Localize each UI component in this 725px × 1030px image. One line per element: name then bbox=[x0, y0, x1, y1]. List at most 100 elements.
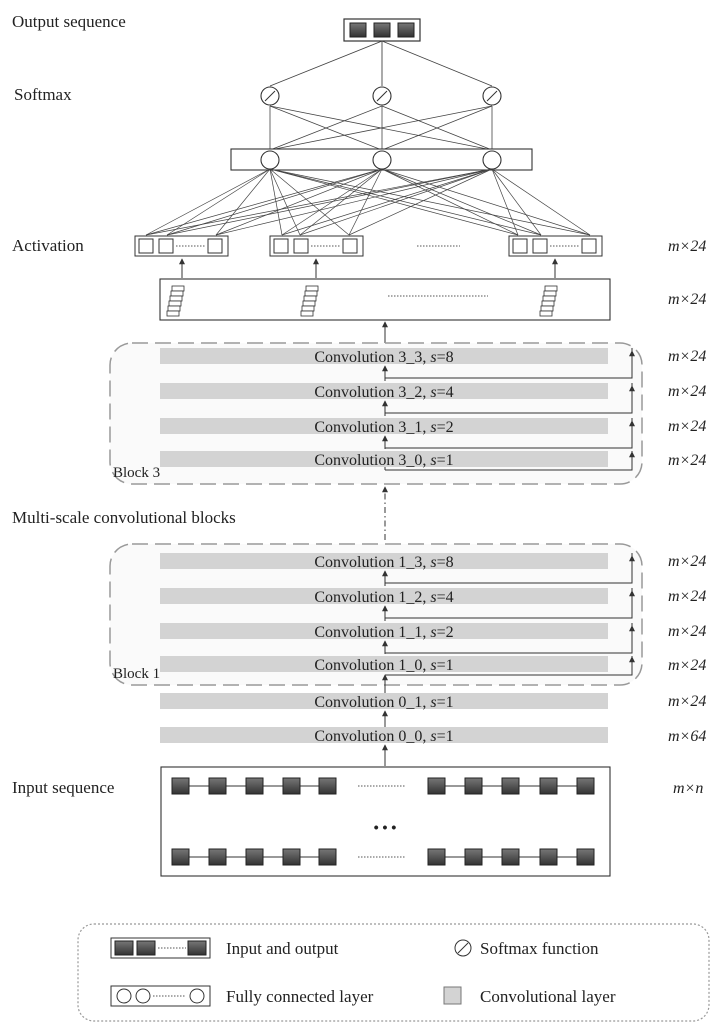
stride-symbol: s bbox=[430, 624, 436, 641]
conv-layer-3-1: Convolution 3_1, s=2 bbox=[160, 418, 608, 436]
input-dim: m×n bbox=[673, 780, 703, 797]
conv-1-1-dim: m×24 bbox=[668, 623, 706, 640]
conv-layer-name: Convolution 0_0, bbox=[314, 728, 430, 745]
input-output-legend-icon bbox=[110, 937, 211, 959]
conv-layer-3-0: Convolution 3_0, s=1 bbox=[160, 451, 608, 469]
conv-layer-0-1: Convolution 0_1, s=1 bbox=[160, 693, 608, 711]
svg-text:Convolution 3_3, s=8: Convolution 3_3, s=8 bbox=[314, 349, 453, 366]
output-softmax-connections bbox=[269, 40, 493, 87]
input-row bbox=[171, 848, 595, 866]
conv-layer-name: Convolution 0_1, bbox=[314, 694, 430, 711]
stride-value: =1 bbox=[437, 728, 454, 745]
conv-3-3-dim: m×24 bbox=[668, 348, 706, 365]
stride-value: =8 bbox=[437, 554, 454, 571]
output-sequence-box bbox=[343, 18, 421, 42]
output-sequence-label: Output sequence bbox=[12, 12, 126, 31]
feature-stack-icon bbox=[166, 285, 185, 317]
block-3-label: Block 3 bbox=[113, 465, 160, 481]
input-sequence-label: Input sequence bbox=[12, 778, 114, 797]
conv-layer-1-2: Convolution 1_2, s=4 bbox=[160, 588, 608, 606]
stride-symbol: s bbox=[430, 728, 436, 745]
pooling-dim: m×24 bbox=[668, 291, 706, 308]
conv-layer-name: Convolution 3_3, bbox=[314, 349, 430, 366]
svg-text:Convolution 3_0, s=1: Convolution 3_0, s=1 bbox=[314, 452, 453, 469]
fully-connected-legend-icon bbox=[110, 985, 211, 1007]
svg-text:Convolution 1_0, s=1: Convolution 1_0, s=1 bbox=[314, 657, 453, 674]
softmax-label: Softmax bbox=[14, 85, 72, 104]
activation-group bbox=[134, 235, 229, 257]
stride-value: =2 bbox=[437, 624, 454, 641]
input-row bbox=[171, 777, 595, 795]
fc-activation-connections bbox=[145, 168, 591, 236]
conv-layer-1-1: Convolution 1_1, s=2 bbox=[160, 623, 608, 641]
conv-layer-1-0: Convolution 1_0, s=1 bbox=[160, 656, 608, 674]
residual-connections-block-3 bbox=[382, 348, 635, 471]
svg-text:Convolution 1_2, s=4: Convolution 1_2, s=4 bbox=[314, 589, 453, 606]
svg-text:Convolution 3_1, s=2: Convolution 3_1, s=2 bbox=[314, 419, 453, 436]
conv-1-2-dim: m×24 bbox=[668, 588, 706, 605]
conv-3-0-dim: m×24 bbox=[668, 452, 706, 469]
conv-layer-name: Convolution 3_2, bbox=[314, 384, 430, 401]
stride-value: =8 bbox=[437, 349, 454, 366]
conv-1-0-dim: m×24 bbox=[668, 657, 706, 674]
svg-text:Convolution 1_1, s=2: Convolution 1_1, s=2 bbox=[314, 624, 453, 641]
input-ellipsis: • • • bbox=[374, 819, 397, 835]
feature-stack-icon bbox=[539, 285, 558, 317]
stride-value: =2 bbox=[437, 419, 454, 436]
conv-layer-name: Convolution 1_2, bbox=[314, 589, 430, 606]
softmax-legend-icon bbox=[454, 939, 472, 957]
stride-value: =4 bbox=[437, 589, 454, 606]
stride-value: =1 bbox=[437, 694, 454, 711]
multi-scale-label: Multi-scale convolutional blocks bbox=[12, 508, 236, 527]
conv-3-2-dim: m×24 bbox=[668, 383, 706, 400]
softmax-legend-label: Softmax function bbox=[480, 939, 599, 958]
softmax-node bbox=[482, 86, 502, 106]
stride-symbol: s bbox=[430, 657, 436, 674]
softmax-fc-connections bbox=[269, 105, 493, 151]
svg-text:Convolution 0_0, s=1: Convolution 0_0, s=1 bbox=[314, 728, 453, 745]
conv-layer-1-3: Convolution 1_3, s=8 bbox=[160, 553, 608, 571]
fc-node bbox=[372, 150, 392, 170]
conv-0-1-dim: m×24 bbox=[668, 693, 706, 710]
stride-symbol: s bbox=[430, 554, 436, 571]
conv-layer-name: Convolution 3_1, bbox=[314, 419, 430, 436]
svg-text:Convolution 3_2, s=4: Convolution 3_2, s=4 bbox=[314, 384, 453, 401]
conv-layer-name: Convolution 3_0, bbox=[314, 452, 430, 469]
fully-connected-legend-label: Fully connected layer bbox=[226, 987, 374, 1006]
conv-layer-0-0: Convolution 0_0, s=1 bbox=[160, 727, 608, 745]
stride-symbol: s bbox=[430, 384, 436, 401]
activation-dim: m×24 bbox=[668, 238, 706, 255]
stride-symbol: s bbox=[430, 349, 436, 366]
activation-label: Activation bbox=[12, 236, 84, 255]
input-sequence-box bbox=[160, 766, 611, 877]
fc-node bbox=[260, 150, 280, 170]
conv-legend-label: Convolutional layer bbox=[480, 987, 616, 1006]
softmax-node bbox=[260, 86, 280, 106]
stride-symbol: s bbox=[430, 694, 436, 711]
stride-symbol: s bbox=[430, 419, 436, 436]
fc-node bbox=[482, 150, 502, 170]
svg-text:Convolution 0_1, s=1: Convolution 0_1, s=1 bbox=[314, 694, 453, 711]
activation-group bbox=[508, 235, 603, 257]
softmax-node bbox=[372, 86, 392, 106]
stride-value: =4 bbox=[437, 384, 454, 401]
stride-symbol: s bbox=[430, 452, 436, 469]
conv-layer-name: Convolution 1_0, bbox=[314, 657, 430, 674]
conv-0-0-dim: m×64 bbox=[668, 728, 706, 745]
conv-layer-3-2: Convolution 3_2, s=4 bbox=[160, 383, 608, 401]
conv-layer-3-3: Convolution 3_3, s=8 bbox=[160, 348, 608, 366]
feature-stack-icon bbox=[300, 285, 319, 317]
conv-layer-name: Convolution 1_1, bbox=[314, 624, 430, 641]
conv-1-3-dim: m×24 bbox=[668, 553, 706, 570]
block-1-label: Block 1 bbox=[113, 666, 160, 682]
conv-legend-icon bbox=[443, 986, 462, 1005]
pooling-layer bbox=[159, 278, 611, 321]
stride-symbol: s bbox=[430, 589, 436, 606]
block-1-frame bbox=[109, 543, 643, 686]
conv-layer-name: Convolution 1_3, bbox=[314, 554, 430, 571]
legend-box bbox=[77, 923, 710, 1022]
svg-text:Convolution 1_3, s=8: Convolution 1_3, s=8 bbox=[314, 554, 453, 571]
input-output-legend-label: Input and output bbox=[226, 939, 339, 958]
stride-value: =1 bbox=[437, 657, 454, 674]
